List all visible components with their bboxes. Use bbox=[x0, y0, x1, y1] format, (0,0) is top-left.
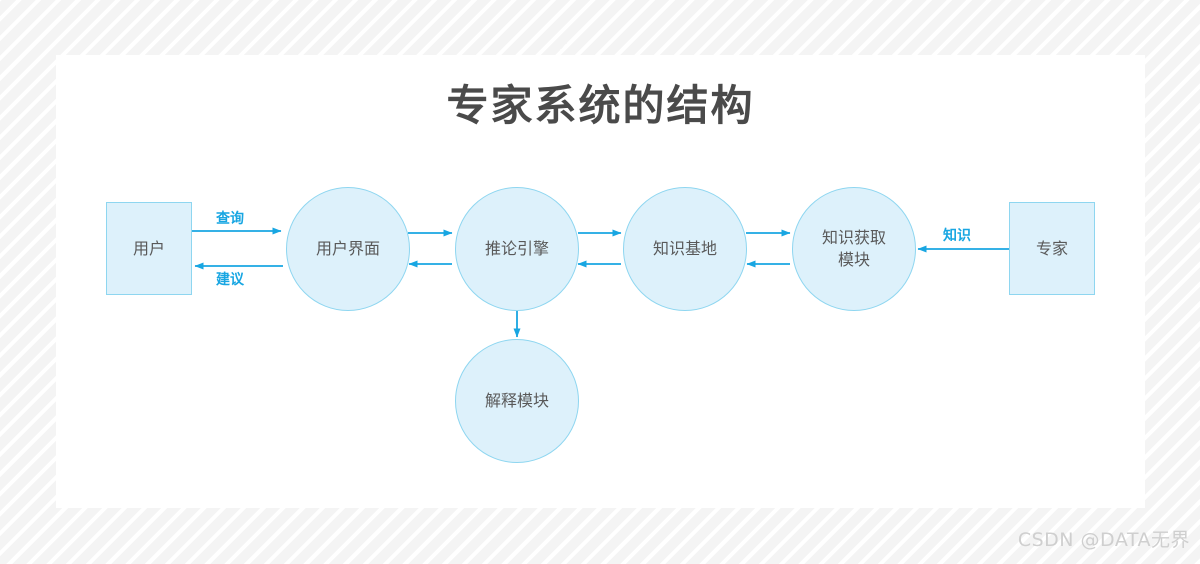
node-inference-engine-label: 推论引擎 bbox=[484, 239, 549, 259]
page-title: 专家系统的结构 bbox=[446, 81, 755, 130]
edge-label-advice: 建议 bbox=[216, 272, 244, 288]
node-explanation-module-label: 解释模块 bbox=[484, 391, 549, 411]
node-user-interface-label: 用户界面 bbox=[315, 239, 380, 259]
node-inference-engine[interactable]: 推论引擎 bbox=[455, 187, 579, 311]
node-expert[interactable]: 专家 bbox=[1009, 202, 1095, 295]
node-knowledge-acquisition[interactable]: 知识获取 模块 bbox=[792, 187, 916, 311]
node-knowledge-acquisition-label: 知识获取 模块 bbox=[822, 227, 886, 270]
node-knowledge-base[interactable]: 知识基地 bbox=[623, 187, 747, 311]
edge-label-knowledge: 知识 bbox=[943, 228, 971, 244]
node-knowledge-base-label: 知识基地 bbox=[652, 239, 717, 259]
diagram-card: 专家系统的结构 bbox=[56, 55, 1145, 508]
node-knowledge-acquisition-label-line1: 知识获取 bbox=[821, 228, 886, 248]
node-expert-label: 专家 bbox=[1035, 238, 1068, 258]
node-knowledge-acquisition-label-line2: 模块 bbox=[837, 250, 870, 269]
node-user[interactable]: 用户 bbox=[106, 202, 192, 295]
edge-label-query: 查询 bbox=[216, 211, 244, 227]
node-explanation-module[interactable]: 解释模块 bbox=[455, 339, 579, 463]
watermark: CSDN @DATA无界 bbox=[1017, 529, 1190, 551]
node-user-label: 用户 bbox=[132, 238, 165, 258]
node-user-interface[interactable]: 用户界面 bbox=[286, 187, 410, 311]
